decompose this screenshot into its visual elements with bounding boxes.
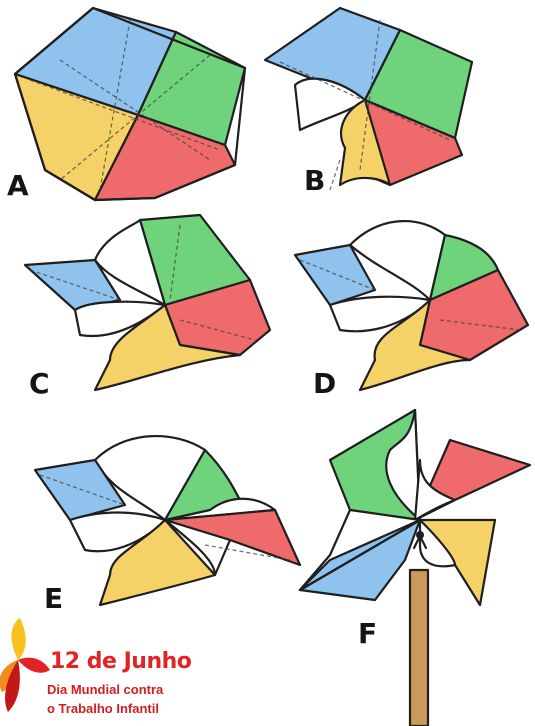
banner-subtitle-line2: o Trabalho Infantil — [47, 702, 159, 715]
step-label-f: F — [358, 620, 377, 648]
step-label-b: B — [304, 167, 325, 195]
banner-subtitle-line1: Dia Mundial contra — [47, 683, 163, 696]
step-label-d: D — [313, 370, 336, 398]
campaign-logo-flower — [0, 618, 50, 712]
step-e-all-folds — [35, 436, 300, 605]
step-a-square — [15, 8, 245, 200]
step-label-a: A — [7, 172, 29, 200]
step-label-c: C — [29, 370, 50, 398]
step-c-second-fold — [25, 215, 270, 390]
banner-date-title: 12 de Junho — [50, 651, 191, 673]
step-b-first-fold — [265, 8, 472, 190]
step-f-finished-pinwheel — [300, 410, 530, 726]
step-label-e: E — [44, 585, 63, 613]
step-d-third-fold — [295, 221, 528, 390]
